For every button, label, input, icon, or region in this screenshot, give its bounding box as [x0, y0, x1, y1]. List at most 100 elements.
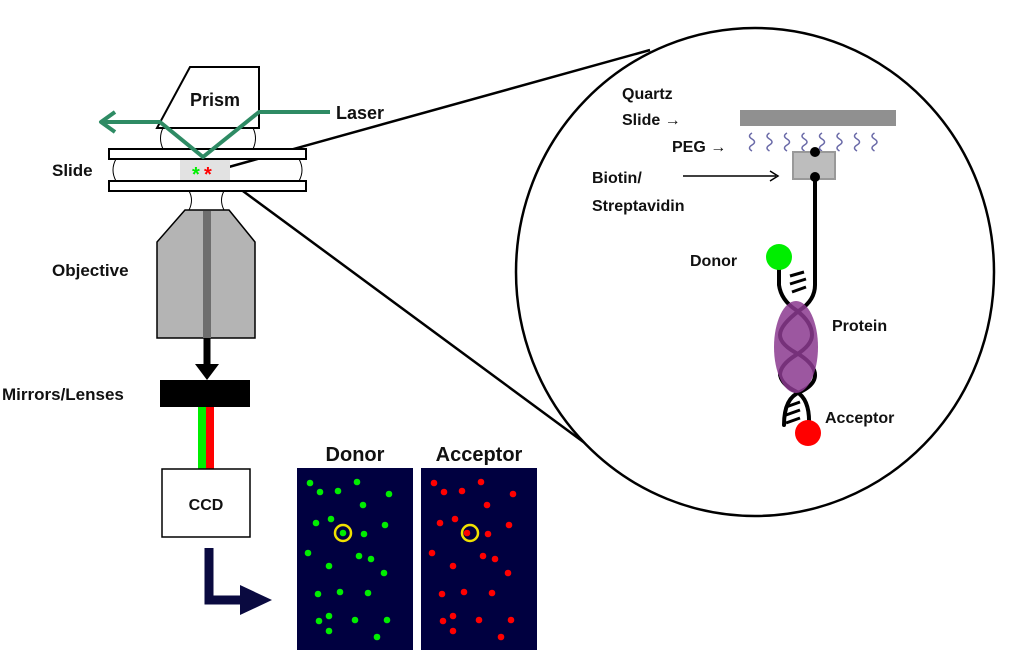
acceptor-spot — [449, 612, 457, 620]
emission-arrowhead-icon — [195, 364, 219, 380]
peg-chain — [871, 132, 878, 152]
donor-spot — [327, 515, 335, 523]
donor-spot — [351, 616, 359, 624]
donor-spot — [325, 627, 333, 635]
donor-spot — [367, 555, 375, 563]
acceptor-spot — [430, 479, 438, 487]
output-arrowhead-icon — [240, 585, 272, 615]
donor-spot — [315, 617, 323, 625]
streptavidin-label: Streptavidin — [592, 198, 684, 215]
donor-spot — [359, 501, 367, 509]
acceptor-highlight-circle — [460, 523, 480, 543]
donor-emission-beam — [198, 407, 206, 469]
peg-chain — [766, 132, 773, 152]
acceptor-spot — [451, 515, 459, 523]
donor-spot — [355, 552, 363, 560]
acceptor-spot — [458, 487, 466, 495]
acceptor-spot — [449, 627, 457, 635]
donor-spot — [380, 569, 388, 577]
peg-chain — [818, 132, 826, 152]
objective-coupling — [188, 190, 225, 211]
acceptor-spot — [505, 521, 513, 529]
slide-label: Slide — [52, 161, 93, 180]
quartz-label: Quartz — [622, 86, 673, 103]
biotin-arrowhead-icon — [769, 170, 780, 182]
prism: Prism — [155, 66, 260, 129]
donor-spot — [306, 479, 314, 487]
peg-chains — [748, 132, 878, 152]
donor-spot — [304, 549, 312, 557]
zoom-line-bottom — [227, 178, 598, 454]
acceptor-spot — [497, 633, 505, 641]
acceptor-spot — [479, 552, 487, 560]
biotin-label: Biotin/ — [592, 170, 642, 187]
protein — [774, 301, 818, 393]
laser-label: Laser — [336, 103, 384, 123]
donor-spot — [353, 478, 361, 486]
acceptor-spot — [440, 488, 448, 496]
peg-label: PEG → — [672, 139, 726, 156]
laser-arrowhead-icon — [99, 110, 117, 134]
acceptor-dye — [795, 420, 821, 446]
acceptor-spots — [428, 478, 517, 641]
donor-spot — [336, 588, 344, 596]
output-arrow — [204, 548, 246, 605]
donor-spot — [316, 488, 324, 496]
acceptor-spot — [475, 616, 483, 624]
donor-spot — [373, 633, 381, 641]
peg-chain — [783, 132, 791, 152]
donor-star-icon: * — [192, 164, 200, 186]
mirrors-lenses-block — [160, 380, 250, 407]
donor-spot — [383, 616, 391, 624]
donor-spot — [364, 589, 372, 597]
biotin-dot-top — [810, 147, 820, 157]
peg-chain — [748, 132, 756, 152]
quartz-slide-bar — [740, 110, 896, 126]
acceptor-spot — [439, 617, 447, 625]
acceptor-spot — [438, 590, 446, 598]
acceptor-spot — [477, 478, 485, 486]
inset-donor-label: Donor — [690, 253, 737, 270]
donor-spots — [304, 478, 393, 641]
donor-spot — [339, 529, 347, 537]
zoom-inset-circle — [514, 26, 996, 518]
acceptor-spot — [491, 555, 499, 563]
acceptor-spot — [460, 588, 468, 596]
donor-panel-title: Donor — [326, 444, 385, 466]
prism-coupling — [160, 127, 256, 150]
donor-spot — [381, 521, 389, 529]
peg-chain — [853, 132, 861, 152]
inset-protein-label: Protein — [832, 318, 887, 335]
acceptor-spot — [507, 616, 515, 624]
acceptor-spot — [463, 529, 471, 537]
donor-highlight-circle — [333, 523, 353, 543]
ccd-label: CCD — [189, 497, 224, 514]
donor-spot — [334, 487, 342, 495]
acceptor-star-icon: * — [204, 164, 212, 186]
donor-spot — [360, 530, 368, 538]
mirrors-lenses-label: Mirrors/Lenses — [2, 385, 124, 404]
acceptor-emission-beam — [206, 407, 214, 469]
ccd-box — [161, 468, 251, 538]
acceptor-spot — [436, 519, 444, 527]
donor-spot — [314, 590, 322, 598]
laser-beam — [104, 110, 330, 159]
prism-label: Prism — [190, 90, 240, 110]
donor-dye — [766, 244, 792, 270]
acceptor-spot — [509, 490, 517, 498]
sample-region — [180, 160, 230, 180]
acceptor-spot — [483, 501, 491, 509]
peg-chain — [836, 132, 843, 152]
donor-spot — [312, 519, 320, 527]
acceptor-spot — [488, 589, 496, 597]
donor-spot — [325, 612, 333, 620]
objective-label: Objective — [52, 261, 129, 280]
donor-spot — [325, 562, 333, 570]
inset-acceptor-label: Acceptor — [825, 410, 894, 427]
objective — [156, 209, 256, 339]
donor-spot — [385, 490, 393, 498]
acceptor-panel-title: Acceptor — [436, 444, 523, 466]
dna-base-pairs — [785, 270, 807, 425]
acceptor-spot — [449, 562, 457, 570]
